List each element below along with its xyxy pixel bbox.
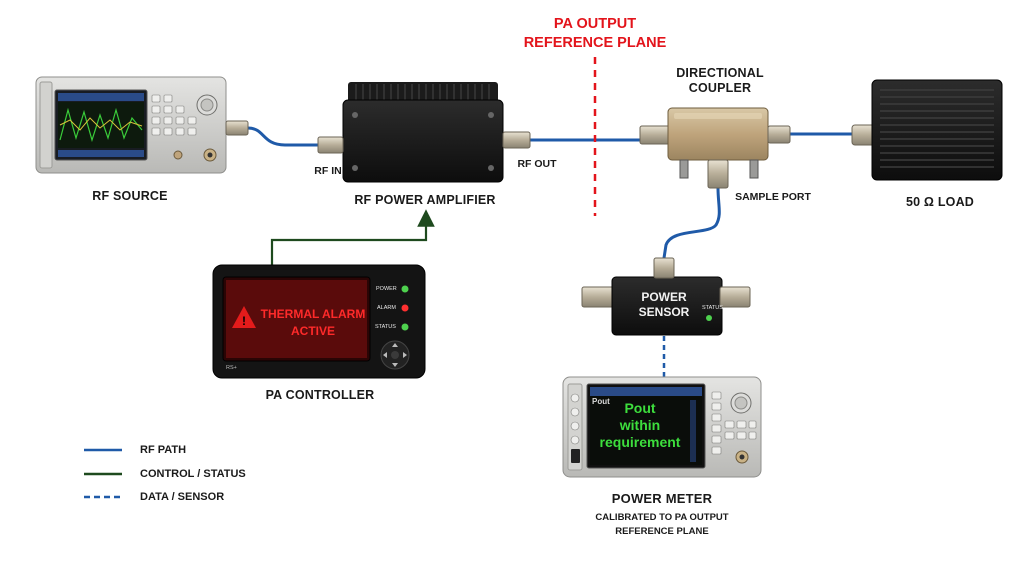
meter-screen-line2: within [619,417,661,433]
pa-controller-label: PA CONTROLLER [265,388,375,402]
power-led [401,285,409,293]
status-led [401,323,409,331]
rf-source-device [35,76,249,174]
legend-control-label: CONTROL / STATUS [140,468,246,480]
power-meter-caption-line2: REFERENCE PLANE [615,526,709,537]
rf-out-label: RF OUT [517,158,557,170]
indicator-status-label: STATUS [375,324,396,330]
rf-source-label: RF SOURCE [92,189,168,203]
controller-screen-line1: THERMAL ALARM [260,307,366,321]
power-sensor-label: POWER SENSOR [626,290,702,320]
power-sensor-device [581,257,751,336]
reference-plane-line1: PA OUTPUT [553,16,637,32]
coupler-label-line1: DIRECTIONAL [676,66,764,80]
legend-rf-path-label: RF PATH [140,444,187,456]
meter-screen-line3: requirement [599,434,681,450]
pa-controller-device: ! [212,264,426,379]
power-sensor-label-line2: SENSOR [638,305,690,319]
controller-screen-message: THERMAL ALARM ACTIVE [258,306,368,340]
warning-icon [232,306,256,328]
directional-coupler-label: DIRECTIONAL COUPLER [660,66,780,96]
rf-in-label: RF IN [314,165,342,177]
alarm-led [401,304,409,312]
svg-text:!: ! [242,314,246,328]
rf-power-amplifier-device [317,82,531,183]
sensor-status-led [706,315,712,321]
legend-data-label: DATA / SENSOR [140,491,225,503]
meter-screen-line1: Pout [624,400,656,416]
power-meter-device [562,376,762,478]
power-meter-caption-line1: CALIBRATED TO PA OUTPUT [595,512,729,523]
meter-screen-message: Pout within requirement [592,400,688,451]
rf-path-cables [247,126,852,259]
power-meter-caption: CALIBRATED TO PA OUTPUT REFERENCE PLANE [560,511,764,539]
cable-source-to-pa [247,126,318,147]
sample-port-label: SAMPLE PORT [735,191,811,203]
directional-coupler-device [639,107,791,189]
power-sensor-status-label: STATUS [702,305,723,311]
indicator-alarm-label: ALARM [377,305,396,311]
cable-sample-to-sensor [662,187,721,259]
load-label: 50 Ω LOAD [905,195,975,209]
load-device [851,79,1003,181]
control-line [270,209,435,265]
controller-screen-line2: ACTIVE [290,324,335,338]
coupler-label-line2: COUPLER [688,81,752,95]
rf-power-amplifier-label: RF POWER AMPLIFIER [354,193,496,207]
controller-corner-text: RS+ [226,365,237,371]
reference-plane-title: PA OUTPUT REFERENCE PLANE [520,15,670,53]
reference-plane-line2: REFERENCE PLANE [523,35,667,51]
meter-screen-title: Pout [592,397,610,406]
power-sensor-label-line1: POWER [641,290,687,304]
indicator-power-label: POWER [376,286,397,292]
power-meter-label: POWER METER [611,491,713,506]
